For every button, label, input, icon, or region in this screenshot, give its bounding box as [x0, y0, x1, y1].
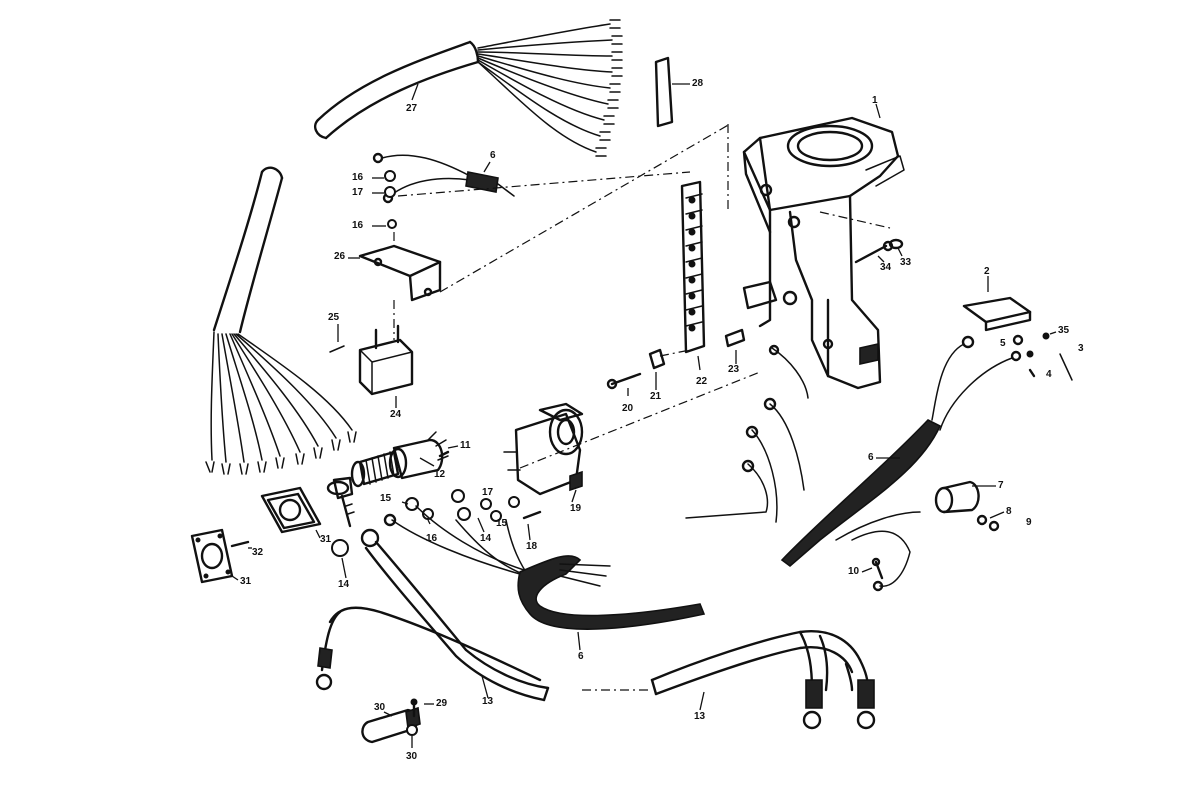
clip-23: [724, 328, 746, 364]
cover-plate-28: [654, 56, 690, 128]
screw-29: [410, 698, 434, 718]
key: [326, 476, 355, 528]
screw-10: [861, 557, 884, 580]
callout-23: 23: [728, 364, 740, 375]
housing-1: [742, 103, 905, 390]
jumper-lead-6-upper: [372, 152, 515, 229]
callout-5: 5: [1000, 338, 1006, 349]
harness-6-right: [780, 335, 1022, 592]
ignition-switch-12: [350, 431, 449, 488]
callout-28: 28: [692, 78, 704, 89]
callout-9: 9: [1026, 517, 1032, 528]
callout-19: 19: [570, 503, 582, 514]
washer-33: [888, 238, 904, 257]
callout-26: 26: [334, 251, 346, 262]
callout-4: 4: [1046, 369, 1052, 380]
callout-15-right: 15: [496, 518, 508, 529]
callout-1: 1: [872, 95, 878, 106]
callout-17-top: 17: [352, 187, 364, 198]
washer-9: [988, 520, 1000, 532]
callout-7: 7: [998, 480, 1004, 491]
nut-8: [976, 511, 1005, 526]
screw-11: [438, 445, 459, 458]
callout-2: 2: [984, 266, 990, 277]
bezel-31-upper: [260, 486, 322, 539]
alignment-lines: [397, 123, 761, 691]
solenoid-19: [503, 402, 584, 503]
bezel-31-lower: [190, 528, 239, 584]
screw-32: [230, 540, 252, 549]
cable-harness-left: [205, 166, 357, 475]
callout-16-low: 16: [426, 533, 438, 544]
battery-cable-13-left: [315, 528, 550, 702]
callout-32: 32: [252, 547, 264, 558]
callout-18: 18: [526, 541, 538, 552]
callout-12: 12: [434, 469, 446, 480]
harness-6-lower: [383, 505, 706, 651]
callout-21: 21: [650, 391, 662, 402]
callout-15-left: 15: [380, 493, 392, 504]
clip-21: [648, 348, 666, 390]
callout-14-left: 14: [338, 579, 350, 590]
terminal-block-22: [680, 180, 706, 371]
callout-29: 29: [436, 698, 448, 709]
callout-6-right: 6: [868, 452, 874, 463]
callout-17-low: 17: [482, 487, 494, 498]
callout-30-top: 30: [374, 702, 386, 713]
callout-10: 10: [848, 566, 860, 577]
bolt-34: [854, 240, 894, 264]
callout-6-upper: 6: [490, 150, 496, 161]
callout-13-left: 13: [482, 696, 494, 707]
callout-13-right: 13: [694, 711, 706, 722]
battery-cable-13-right: [650, 630, 876, 730]
callout-30-bottom: 30: [406, 751, 418, 762]
switch-assembly-2: [962, 276, 1073, 381]
callout-31-lower: 31: [240, 576, 252, 587]
callout-33: 33: [900, 257, 912, 268]
screw-20: [606, 372, 642, 396]
callout-27: 27: [406, 103, 418, 114]
callout-16-mid: 16: [352, 220, 364, 231]
callout-35: 35: [1058, 325, 1070, 336]
callout-8: 8: [1006, 506, 1012, 517]
callout-25: 25: [328, 312, 340, 323]
callout-31-upper: 31: [320, 534, 332, 545]
callout-20: 20: [622, 403, 634, 414]
callout-14-mid: 14: [480, 533, 492, 544]
callout-6-lower: 6: [578, 651, 584, 662]
callout-3: 3: [1078, 343, 1084, 354]
callout-11: 11: [460, 440, 471, 451]
bracket-26: [348, 232, 442, 340]
callout-24: 24: [390, 409, 402, 420]
hardware-row: [331, 489, 542, 579]
cable-harness-27: [314, 19, 623, 157]
lead-wires-right: [685, 344, 809, 523]
relay-24: [329, 324, 414, 408]
boot-30: [361, 706, 421, 748]
callout-16-top: 16: [352, 172, 364, 183]
callout-22: 22: [696, 376, 708, 387]
callout-34: 34: [880, 262, 892, 273]
capacitor-7: [934, 480, 996, 514]
